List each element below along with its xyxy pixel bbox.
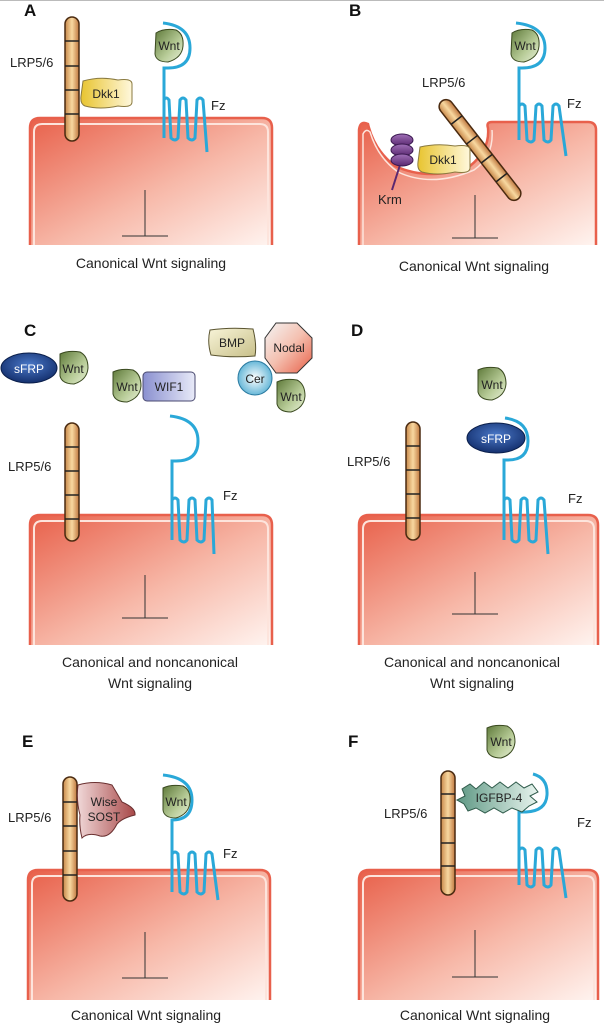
lrp-label: LRP5/6 — [422, 75, 465, 90]
cell — [26, 868, 272, 1000]
krm-protein: Krm — [378, 133, 414, 207]
wif1-label: WIF1 — [155, 380, 184, 394]
fz-label: Fz — [223, 846, 237, 861]
fz-label: Fz — [568, 491, 582, 506]
wnt-ligand: Wnt — [486, 724, 516, 759]
lrp5-6-receptor — [64, 16, 80, 142]
panel-b: B LRP5/6 Krm Dkk1 — [349, 1, 598, 274]
wnt-label: Wnt — [280, 390, 302, 404]
fz-label: Fz — [211, 98, 225, 113]
dkk1-label: Dkk1 — [429, 153, 457, 167]
cell — [357, 868, 600, 1000]
wnt-label: Wnt — [514, 39, 536, 53]
wnt-ligand: Wnt — [154, 28, 184, 63]
wnt-label: Wnt — [116, 380, 138, 394]
cell — [28, 116, 274, 245]
lrp5-6-receptor — [438, 98, 522, 202]
inhibition-symbol — [122, 575, 168, 619]
panel-caption-line-2: Wnt signaling — [430, 675, 514, 691]
lrp-label: LRP5/6 — [8, 810, 51, 825]
fz-label: Fz — [577, 815, 591, 830]
panel-e: E LRP5/6 Wise SOST Wnt Fz — [8, 732, 272, 1023]
inhibition-symbol — [452, 572, 498, 615]
cer-label: Cer — [245, 372, 264, 386]
wnt-label: Wnt — [490, 735, 512, 749]
wnt-label: Wnt — [165, 795, 187, 809]
bmp-label: BMP — [219, 336, 245, 350]
igfbp-4-label: IGFBP-4 — [476, 791, 523, 805]
fz-label: Fz — [223, 488, 237, 503]
panel-label: B — [349, 1, 361, 20]
panel-c: C sFRP Wnt Wnt WIF1 BMP Nodal Cer — [0, 321, 313, 691]
wnt-wif1-complex: Wnt WIF1 — [112, 368, 196, 403]
panel-caption: Canonical Wnt signaling — [71, 1007, 221, 1023]
inhibition-symbol — [452, 930, 498, 978]
panel-label: E — [22, 732, 33, 751]
panel-f: F Wnt LRP5/6 IGFBP-4 Fz Canonica — [348, 724, 600, 1023]
frizzled-receptor — [515, 21, 568, 157]
lrp-label: LRP5/6 — [10, 55, 53, 70]
panel-label: A — [24, 1, 36, 20]
frizzled-receptor — [517, 772, 568, 899]
panel-caption-line-1: Canonical and noncanonical — [62, 654, 238, 670]
panel-caption: Canonical Wnt signaling — [76, 255, 226, 271]
inhibition-symbol — [452, 195, 498, 239]
frizzled-receptor — [169, 414, 216, 555]
panel-label: D — [351, 321, 363, 340]
frizzled-receptor — [502, 416, 550, 555]
cell — [357, 513, 600, 645]
sfrp-label: sFRP — [481, 432, 511, 446]
dkk1-label: Dkk1 — [92, 87, 120, 101]
wnt-label: Wnt — [481, 378, 503, 392]
top-border — [0, 0, 604, 1]
dkk1-protein: Dkk1 — [80, 77, 133, 109]
wnt-label: Wnt — [62, 362, 84, 376]
wise-sost-protein: Wise SOST — [76, 782, 136, 839]
krm-label: Krm — [378, 192, 402, 207]
lrp5-6-receptor — [440, 770, 456, 896]
dkk1-protein: Dkk1 — [417, 144, 471, 175]
panel-caption: Canonical Wnt signaling — [399, 258, 549, 274]
wise-label: Wise — [91, 795, 118, 809]
wnt-ligand: Wnt — [477, 366, 507, 401]
sfrp-wnt-complex: sFRP Wnt — [0, 350, 89, 385]
fz-label: Fz — [567, 96, 581, 111]
sfrp-protein: sFRP — [466, 422, 526, 454]
igfbp-4-protein: IGFBP-4 — [455, 781, 539, 814]
panel-caption-line-1: Canonical and noncanonical — [384, 654, 560, 670]
bmp-nodal-cer-wnt-complex: BMP Nodal Cer Wnt — [208, 322, 313, 413]
lrp5-6-receptor — [405, 421, 421, 541]
inhibition-symbol — [122, 190, 168, 237]
wnt-ligand: Wnt — [162, 784, 191, 819]
inhibition-symbol — [122, 932, 168, 979]
panel-a: A LRP5/6 Dkk1 Wnt Fz Canonical W — [10, 1, 274, 271]
sfrp-label: sFRP — [14, 362, 44, 376]
panel-label: C — [24, 321, 36, 340]
frizzled-receptor — [162, 21, 209, 153]
frizzled-receptor — [162, 773, 220, 901]
cell — [28, 513, 274, 645]
panel-d: D Wnt LRP5/6 sFRP Fz Canonical a — [347, 321, 600, 691]
lrp-label: LRP5/6 — [384, 806, 427, 821]
panel-caption-line-2: Wnt signaling — [108, 675, 192, 691]
lrp-label: LRP5/6 — [8, 459, 51, 474]
panel-caption: Canonical Wnt signaling — [400, 1007, 550, 1023]
lrp-label: LRP5/6 — [347, 454, 390, 469]
nodal-label: Nodal — [273, 341, 304, 355]
lrp5-6-receptor — [62, 776, 78, 902]
wnt-ligand: Wnt — [510, 28, 540, 63]
panel-label: F — [348, 732, 358, 751]
lrp5-6-receptor — [64, 422, 80, 542]
sost-label: SOST — [88, 810, 121, 824]
wnt-label: Wnt — [158, 39, 180, 53]
